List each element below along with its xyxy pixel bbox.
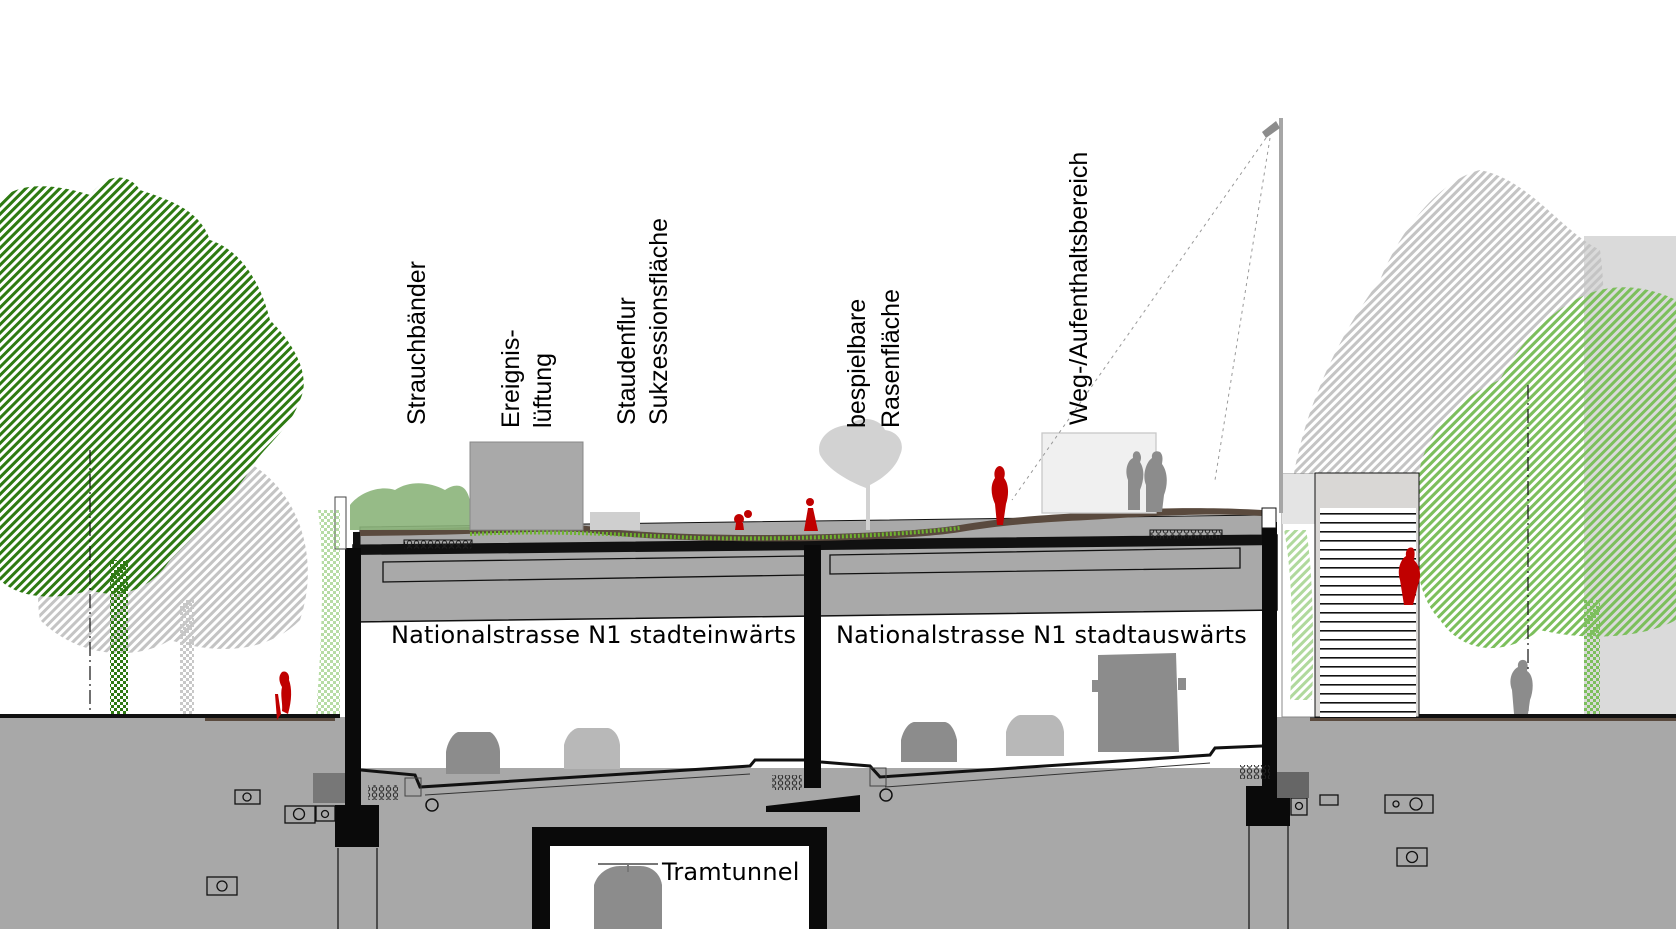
label-ereignislueftung-line2: lüftung xyxy=(529,352,557,428)
child-with-ball xyxy=(734,514,744,524)
car-4 xyxy=(1006,715,1064,756)
label-carriageway-outbound: Nationalstrasse N1 stadtauswärts xyxy=(836,621,1247,649)
label-strauchbaender: Strauchbänder xyxy=(403,260,431,425)
people-gray-roof xyxy=(1126,451,1167,512)
label-ereignislueftung-line1: Ereignis- xyxy=(497,329,525,428)
car-2 xyxy=(564,728,620,769)
street-lamp xyxy=(1011,118,1283,513)
person-red-roof-walking xyxy=(991,466,1009,525)
stair-tower xyxy=(1281,472,1420,718)
tree-left-green xyxy=(0,177,304,717)
right-tunnel-wall xyxy=(1246,507,1309,929)
car-3 xyxy=(901,722,957,762)
label-carriageway-inbound: Nationalstrasse N1 stadteinwärts xyxy=(391,621,797,649)
person-red-stairs xyxy=(1398,547,1421,605)
tram-tunnel xyxy=(532,827,827,929)
label-staudenflur-line2: Sukzessionsfläche xyxy=(645,217,673,425)
label-tram-tunnel: Tramtunnel xyxy=(662,858,800,886)
ground-surface-line xyxy=(0,714,340,718)
car-1 xyxy=(446,732,500,774)
tram-vehicle xyxy=(594,866,662,929)
tree-right-green xyxy=(1416,287,1676,717)
label-rasenflaeche-line1: bespielbare xyxy=(843,298,871,428)
people xyxy=(275,451,1533,720)
truck xyxy=(1098,653,1179,752)
left-tunnel-wall xyxy=(313,496,379,929)
wall-climbing-plants xyxy=(316,510,340,714)
child-running xyxy=(806,498,814,506)
label-staudenflur-line1: Staudenflur xyxy=(613,297,641,425)
label-weg-aufenthaltsbereich: Weg-/Aufenthaltsbereich xyxy=(1065,151,1093,425)
roof-tree-gray xyxy=(819,418,902,530)
road-decks xyxy=(360,744,1270,812)
event-ventilation-block xyxy=(469,441,584,531)
central-column xyxy=(766,545,860,812)
vehicles xyxy=(446,653,1186,774)
person-red-street xyxy=(275,671,292,720)
green-roof-layer xyxy=(350,483,1262,542)
label-rasenflaeche-line2: Rasenfläche xyxy=(877,289,905,428)
people-gray-street xyxy=(1510,659,1533,714)
